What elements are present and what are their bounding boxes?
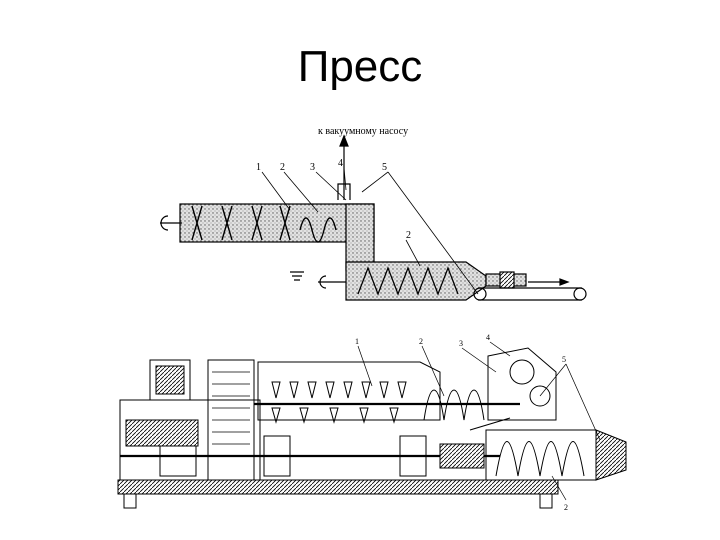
base-foot-left (123, 493, 137, 509)
base-foot-right (539, 493, 553, 509)
coupling (159, 445, 197, 477)
vacuum-head (487, 347, 557, 421)
process-schematic (160, 134, 587, 301)
feed-screw (423, 389, 485, 421)
press-screw (495, 441, 585, 477)
drawing-label-4: 4 (486, 333, 490, 342)
vacuum-port (509, 359, 535, 385)
schematic-label-2b: 2 (406, 230, 411, 241)
bearing-3 (439, 443, 485, 469)
bearing-2 (399, 435, 427, 477)
mixing-blades (191, 205, 337, 243)
conveyor-pulley-right (573, 287, 587, 301)
base-frame (117, 479, 559, 495)
mixer-paddles (271, 381, 407, 424)
bearing-1 (263, 435, 291, 477)
ground-mark (290, 271, 304, 281)
head-flange (529, 385, 551, 407)
vacuum-arrow-icon (339, 134, 349, 147)
slide-title: Пресс (297, 42, 423, 91)
press-head (595, 429, 627, 481)
schematic-label-5: 5 (382, 162, 387, 173)
motor-box (149, 359, 191, 401)
conveyor-pulley-left (473, 287, 487, 301)
drawing-label-5: 5 (562, 355, 566, 364)
drawing-label-2b: 2 (564, 503, 568, 512)
press-assembly-drawing (117, 341, 627, 509)
schematic-label-2: 2 (280, 162, 285, 173)
gearbox (207, 359, 255, 481)
schematic-label-4: 4 (338, 158, 343, 169)
rotation-arrow-icon (160, 215, 169, 231)
output-arrow-icon (559, 278, 570, 286)
extruder-screw (357, 266, 459, 296)
drawing-label-3: 3 (459, 339, 463, 348)
vacuum-pump-label: к вакуумному насосу (318, 126, 408, 137)
rotation-arrow-icon-2 (319, 275, 327, 289)
die-head (499, 271, 515, 289)
drawing-label-2: 2 (419, 337, 423, 346)
schematic-label-3: 3 (310, 162, 315, 173)
gear-train (125, 419, 199, 447)
mixer-trough (257, 361, 441, 421)
extruder-barrel (345, 261, 487, 301)
drawing-label-1: 1 (355, 337, 359, 346)
vacuum-chamber (345, 203, 375, 271)
mixing-chamber (179, 203, 375, 243)
schematic-label-1: 1 (256, 162, 261, 173)
